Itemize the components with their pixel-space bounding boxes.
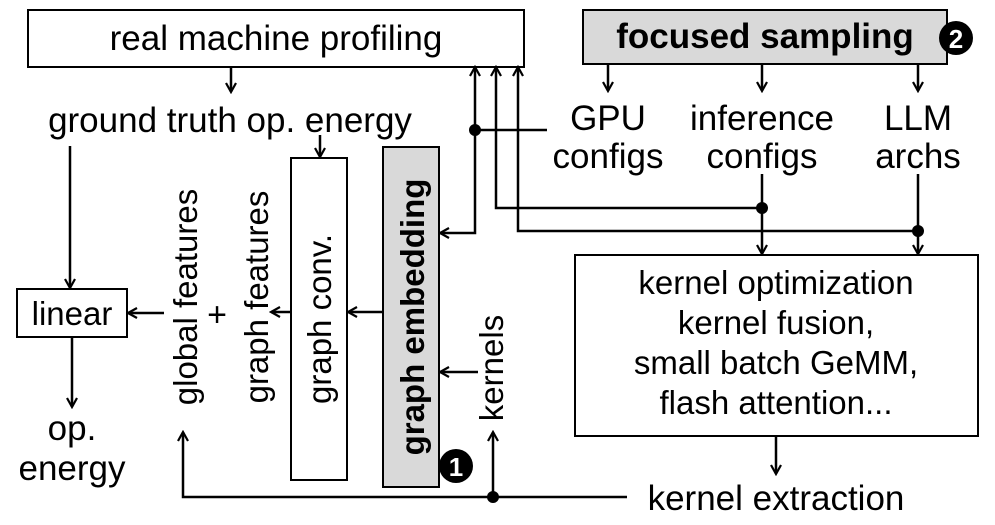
kernel-opt-line1: kernel optimization — [638, 264, 913, 301]
line-inference-to-profiling — [496, 67, 764, 210]
real-profiling-box — [27, 9, 525, 68]
ground-truth-label: ground truth op. energy — [48, 101, 412, 140]
inference-configs-line2: configs — [707, 137, 818, 176]
focused-sampling-box — [582, 9, 948, 65]
step-2-badge — [939, 21, 973, 55]
kernels-label: kernels — [473, 315, 510, 421]
kernel-opt-line2: kernel fusion, — [678, 304, 874, 341]
arrow-gpu-to-graph-embedding — [440, 130, 477, 233]
op-energy-line2: energy — [18, 449, 126, 488]
line-gpu-to-profiling — [475, 67, 547, 132]
global-features-label: global features — [167, 189, 204, 405]
graph-conv-label: graph conv. — [301, 234, 338, 404]
graph-embedding-label: graph embedding — [394, 179, 431, 456]
graph-embedding-box — [382, 146, 440, 488]
linear-label: linear — [32, 295, 113, 332]
kernel-opt-line4: flash attention... — [660, 384, 893, 421]
inference-configs-line1: inference — [690, 99, 834, 138]
step-1-badge — [439, 449, 473, 483]
line-llm-to-profiling — [518, 67, 920, 233]
llm-archs-line2: archs — [875, 137, 961, 176]
plus-sign: + — [207, 296, 227, 334]
junction-extraction — [487, 491, 499, 503]
step-2-number: 2 — [949, 24, 963, 54]
real-profiling-label: real machine profiling — [110, 19, 443, 58]
kernel-extraction-label: kernel extraction — [648, 479, 905, 518]
gpu-configs-line1: GPU — [570, 99, 646, 138]
step-1-number: 1 — [449, 452, 463, 482]
focused-sampling-label: focused sampling — [616, 17, 914, 56]
line-extraction-to-global-features — [183, 432, 627, 499]
op-energy-line1: op. — [48, 409, 97, 448]
gpu-configs-line2: configs — [553, 137, 664, 176]
kernel-opt-box — [574, 254, 979, 437]
graph-features-label: graph features — [238, 191, 275, 404]
llm-archs-line1: LLM — [884, 99, 952, 138]
kernel-opt-line3: small batch GeMM, — [634, 344, 918, 381]
